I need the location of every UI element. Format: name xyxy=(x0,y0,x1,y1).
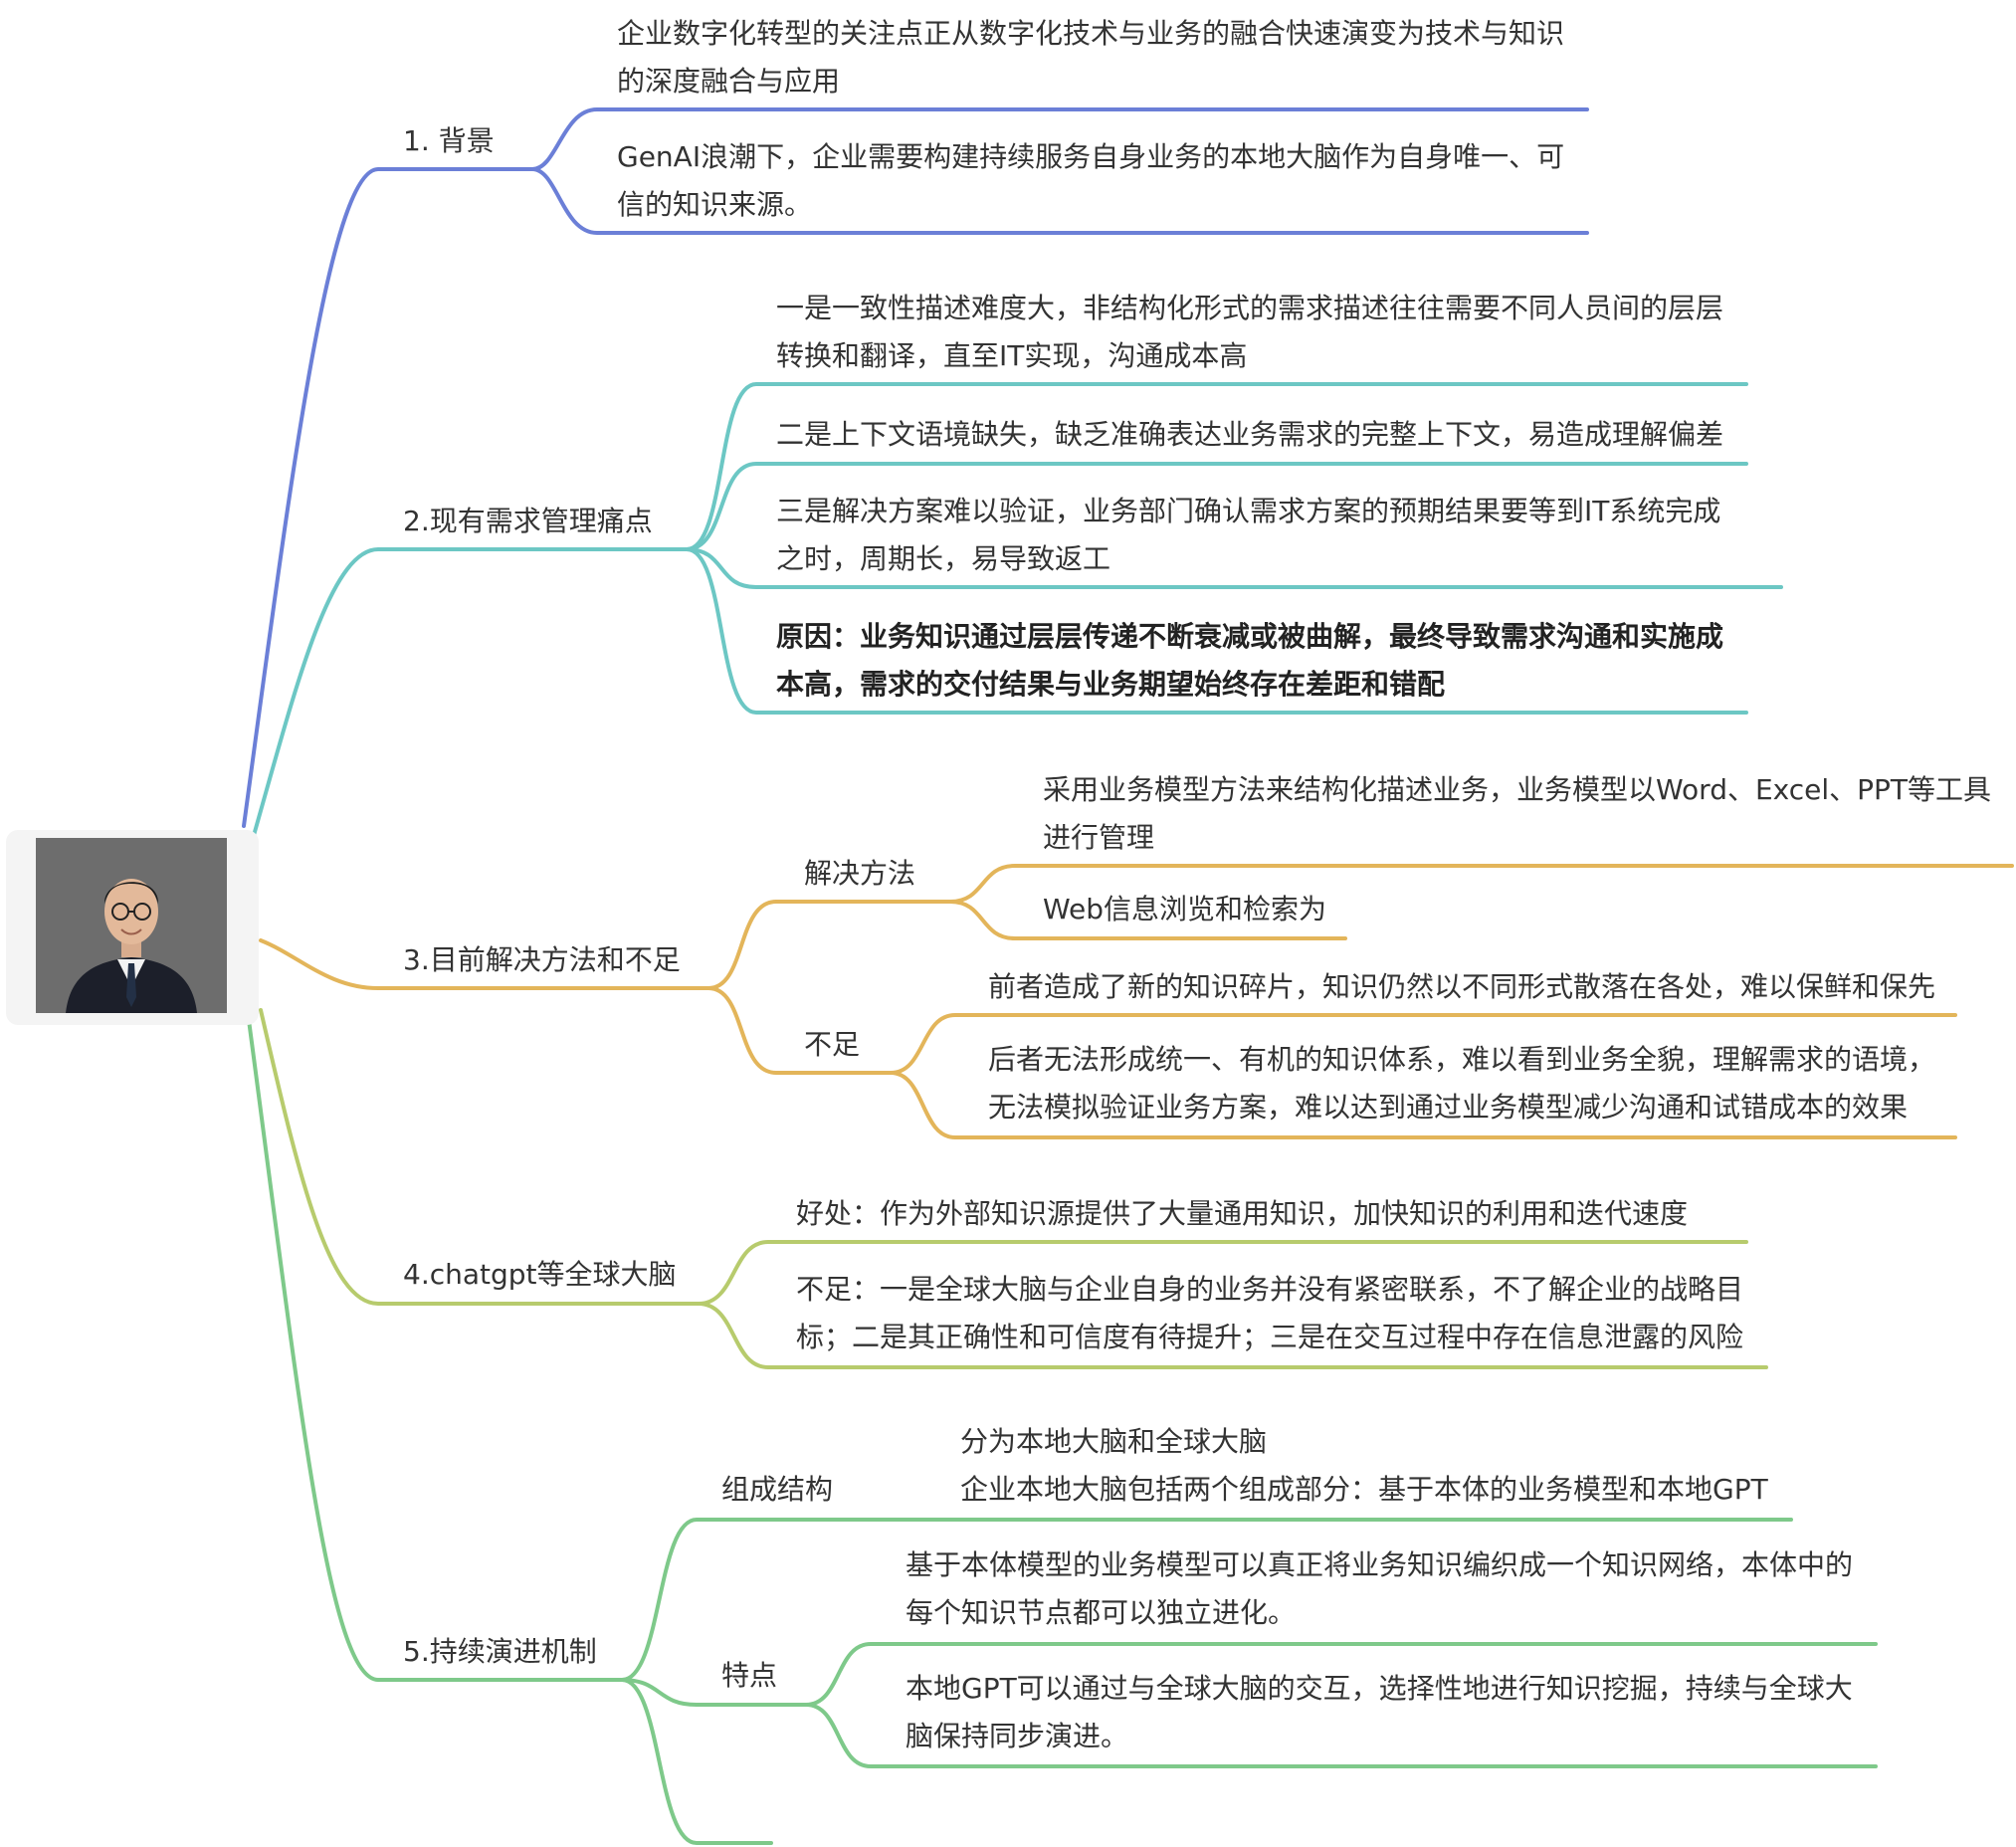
link-root-evolution xyxy=(249,1020,622,1680)
background-item-1[interactable]: 企业数字化转型的关注点正从数字化技术与业务的融合快速演变为技术与知识 的深度融合… xyxy=(617,10,1564,105)
branch-current-solutions-label[interactable]: 3.目前解决方法和不足 xyxy=(403,936,681,984)
methods-item-2[interactable]: Web信息浏览和检索为 xyxy=(1043,886,1326,933)
shortcomings-item-2[interactable]: 后者无法形成统一、有机的知识体系，难以看到业务全貌，理解需求的语境， 无法模拟验… xyxy=(988,1036,1935,1131)
link-current-methods xyxy=(708,902,950,988)
structure-item-1[interactable]: 分为本地大脑和全球大脑 企业本地大脑包括两个组成部分：基于本体的业务模型和本地G… xyxy=(960,1418,1768,1514)
shortcomings-label[interactable]: 不足 xyxy=(804,1021,860,1069)
methods-label[interactable]: 解决方法 xyxy=(804,850,915,898)
pain-point-item-2[interactable]: 二是上下文语境缺失，缺乏准确表达业务需求的完整上下文，易造成理解偏差 xyxy=(776,411,1723,459)
branch-global-brain-label[interactable]: 4.chatgpt等全球大脑 xyxy=(403,1251,677,1299)
branch-evolution-label[interactable]: 5.持续演进机制 xyxy=(403,1628,597,1676)
branch-pain-points-label[interactable]: 2.现有需求管理痛点 xyxy=(403,498,653,545)
background-item-2[interactable]: GenAI浪潮下，企业需要构建持续服务自身业务的本地大脑作为自身唯一、可 信的知… xyxy=(617,133,1564,229)
link-evolution-features xyxy=(622,1680,806,1705)
features-item-1[interactable]: 基于本体模型的业务模型可以真正将业务知识编织成一个知识网络，本体中的 每个知识节… xyxy=(906,1541,1853,1637)
structure-label[interactable]: 组成结构 xyxy=(721,1466,833,1514)
pain-point-item-3[interactable]: 三是解决方案难以验证，业务部门确认需求方案的预期结果要等到IT系统完成 之时，周… xyxy=(776,488,1720,583)
global-brain-benefit[interactable]: 好处：作为外部知识源提供了大量通用知识，加快知识的利用和迭代速度 xyxy=(796,1190,1688,1238)
avatar-image xyxy=(36,838,227,1013)
methods-item-1[interactable]: 采用业务模型方法来结构化描述业务，业务模型以Word、Excel、PPT等工具 … xyxy=(1043,766,1991,862)
branch-background-label[interactable]: 1. 背景 xyxy=(403,117,495,165)
features-label[interactable]: 特点 xyxy=(721,1652,777,1700)
shortcomings-item-1[interactable]: 前者造成了新的知识碎片，知识仍然以不同形式散落在各处，难以保鲜和保先 xyxy=(988,963,1935,1011)
pain-point-cause[interactable]: 原因：业务知识通过层层传递不断衰减或被曲解，最终导致需求沟通和实施成 本高，需求… xyxy=(776,613,1723,709)
link-root-pain-points xyxy=(251,549,687,846)
features-item-2[interactable]: 本地GPT可以通过与全球大脑的交互，选择性地进行知识挖掘，持续与全球大 脑保持同… xyxy=(906,1665,1853,1760)
link-current-shortcomings xyxy=(708,988,891,1073)
pain-point-item-1[interactable]: 一是一致性描述难度大，非结构化形式的需求描述往往需要不同人员间的层层 转换和翻译… xyxy=(776,285,1723,380)
global-brain-shortcoming[interactable]: 不足：一是全球大脑与企业自身的业务并没有紧密联系，不了解企业的战略目 标；二是其… xyxy=(796,1266,1743,1361)
